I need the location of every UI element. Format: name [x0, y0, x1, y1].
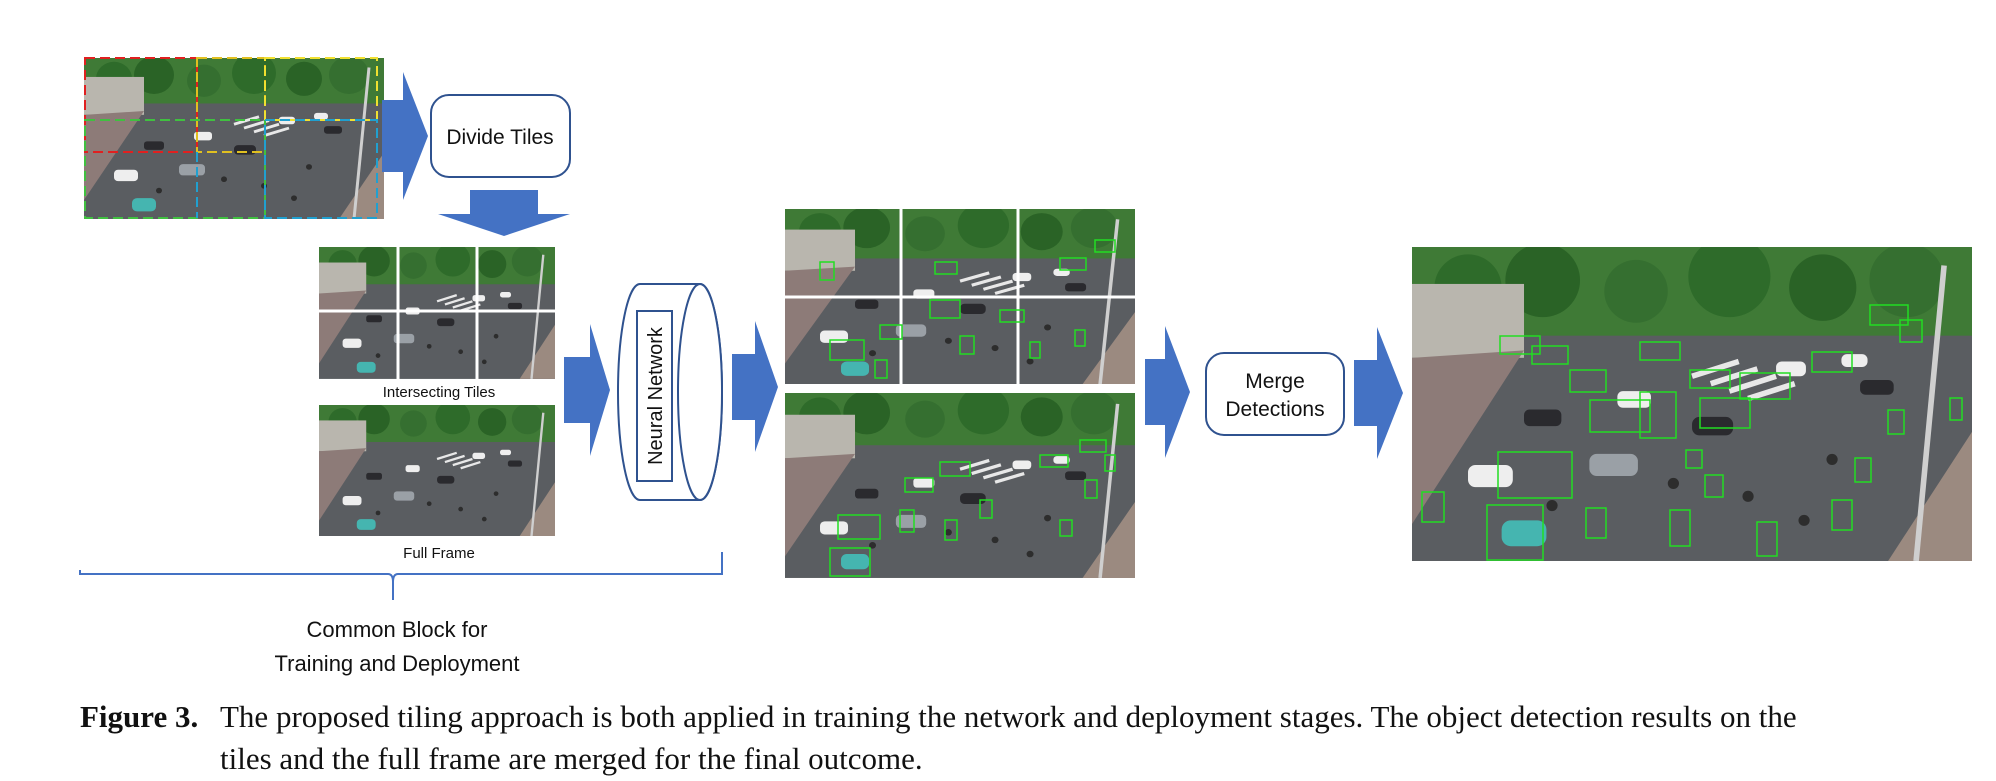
- common-block-label-line1: Common Block for: [307, 617, 488, 642]
- arrow-to-detections: [732, 321, 778, 452]
- neural-network-label: Neural Network: [645, 326, 667, 465]
- input-frame-image: [84, 58, 384, 219]
- neural-network-cylinder: [617, 283, 723, 501]
- arrow-to-merge: [1145, 326, 1190, 458]
- merge-label-line1: Merge: [1245, 370, 1305, 393]
- tile-detection-dividers: [785, 209, 1135, 384]
- caption-line-2: tiles and the full frame are merged for …: [220, 741, 923, 776]
- caption-text: The proposed tiling approach is both app…: [220, 696, 1980, 780]
- full-frame-image: [319, 405, 555, 536]
- figure-caption: Figure 3. The proposed tiling approach i…: [80, 696, 1980, 776]
- final-detection-boxes: [1421, 304, 1963, 561]
- divide-tiles-label: Divide Tiles: [446, 126, 553, 149]
- arrow-down: [438, 190, 570, 236]
- final-output-image: [1412, 236, 1972, 561]
- merge-label-line2: Detections: [1225, 398, 1324, 421]
- arrow-to-divide: [382, 72, 428, 200]
- divide-tiles-box: [430, 94, 571, 178]
- common-block-brace: [79, 552, 723, 600]
- tile-detection-boxes: [819, 239, 1116, 379]
- common-block-label-line2: Training and Deployment: [275, 651, 520, 676]
- full-frame-label: Full Frame: [403, 545, 475, 562]
- frame-detections-image: [785, 393, 1135, 578]
- intersecting-tiles-dividers: [319, 247, 555, 379]
- arrow-to-network: [564, 324, 610, 456]
- frame-detection-boxes: [829, 439, 1116, 577]
- merge-detections-box: [1205, 352, 1345, 436]
- tile-detections-image: [785, 209, 1135, 384]
- arrow-to-final-output: [1354, 327, 1403, 459]
- intersecting-tiles-label: Intersecting Tiles: [383, 384, 496, 401]
- caption-line-1: The proposed tiling approach is both app…: [220, 699, 1797, 734]
- figure-number: Figure 3.: [80, 699, 199, 734]
- tile-grid-overlay: [84, 57, 378, 219]
